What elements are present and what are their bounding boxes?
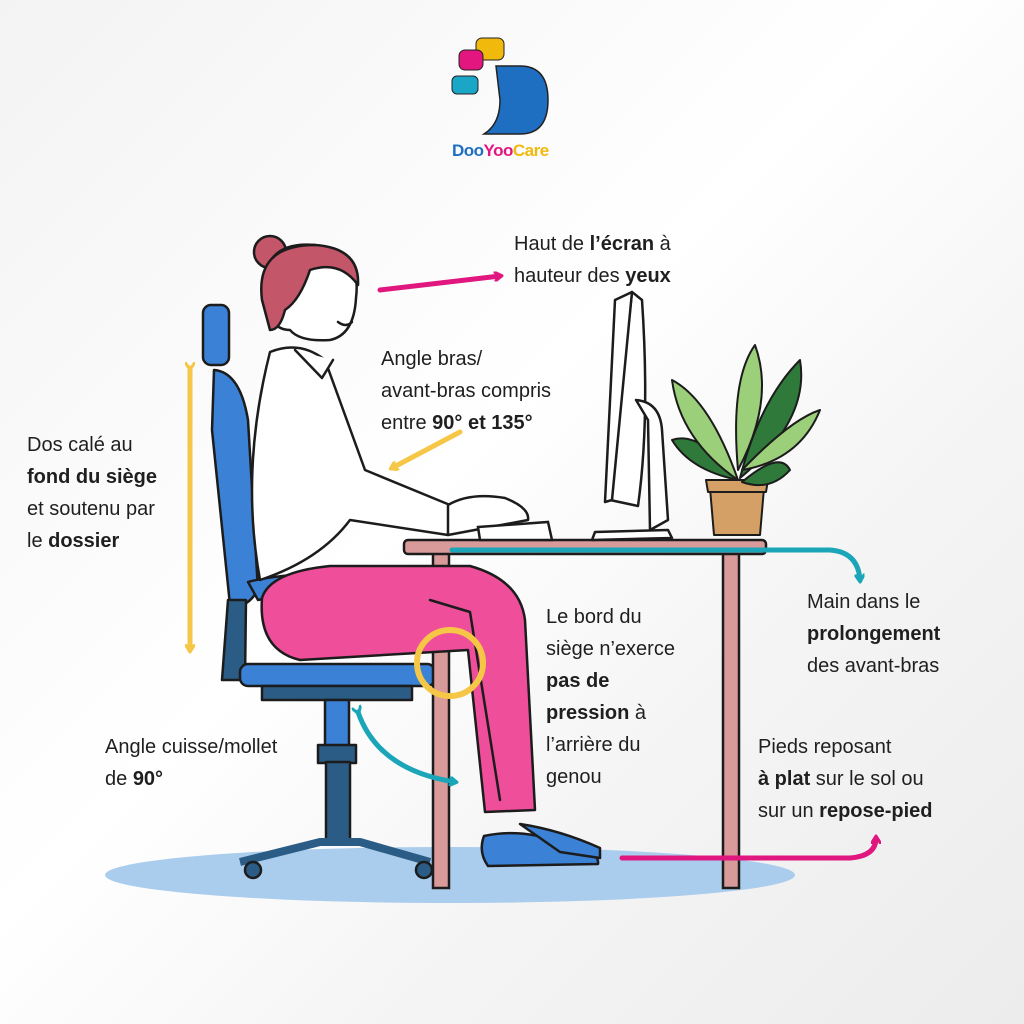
annotation-arm: Angle bras/ avant-bras compris entre 90°… <box>381 343 551 439</box>
logo-bubbles-icon <box>451 37 549 135</box>
screen-text-3: hauteur des <box>514 265 626 287</box>
arm-bold: 90° et 135° <box>432 412 533 434</box>
arrow-feet <box>619 838 876 861</box>
arrow-hand <box>449 547 860 580</box>
knee-bold: 90° <box>132 768 164 790</box>
seat-line-6: genou <box>546 766 602 788</box>
arm-line-2: avant-bras compris <box>381 380 552 402</box>
annotation-seat: Le bord du siège n’exerce pas de pressio… <box>546 601 675 793</box>
arrow-knee-angle <box>358 712 455 782</box>
knee-line-2: de <box>105 768 133 790</box>
annotation-back: Dos calé au fond du siège et soutenu par… <box>27 429 157 557</box>
feet-bold-2: repose-pied <box>819 800 933 822</box>
plant-icon <box>671 344 821 536</box>
seat-line-5: l’arrière du <box>546 734 641 756</box>
back-bold-2: dossier <box>48 530 120 552</box>
annotation-screen: Haut de l’écran à hauteur des yeux <box>514 228 671 292</box>
screen-text-2: à <box>654 233 671 255</box>
brand-wordmark: DooYooCare <box>452 141 549 161</box>
brand-care: Care <box>512 141 549 160</box>
arm-line-1: Angle bras/ <box>381 348 483 370</box>
screen-bold-1: l’écran <box>589 233 655 255</box>
seat-line-1: Le bord du <box>546 606 642 628</box>
arrow-screen <box>377 276 500 293</box>
seat-line-2: siège n’exerce <box>546 638 675 660</box>
screen-bold-2: yeux <box>625 265 671 287</box>
back-line-4: le <box>27 530 49 552</box>
feet-line-3: sur un <box>758 800 820 822</box>
knee-circle <box>414 627 486 699</box>
feet-bold-1: à plat <box>758 768 811 790</box>
seat-bold-2: pression <box>546 702 630 724</box>
annotation-feet: Pieds reposant à plat sur le sol ou sur … <box>758 731 933 827</box>
back-bold-1: fond du siège <box>27 466 157 488</box>
hand-line-1: Main dans le <box>807 591 921 613</box>
monitor-icon <box>590 290 674 542</box>
person-icon <box>250 234 602 868</box>
back-line-3: et soutenu par <box>27 498 155 520</box>
seat-line-4: à <box>629 702 647 724</box>
hand-bold: prolongement <box>807 623 941 645</box>
keyboard-icon <box>476 520 554 542</box>
brand-yoo: Yoo <box>483 141 514 160</box>
arrow-arm <box>392 429 463 468</box>
screen-text-1: Haut de <box>514 233 590 255</box>
brand-doo: Doo <box>452 141 484 160</box>
seat-bold-1: pas de <box>546 670 610 692</box>
feet-line-2: sur le sol ou <box>810 768 924 790</box>
arm-line-3: entre <box>381 412 433 434</box>
feet-line-1: Pieds reposant <box>758 736 892 758</box>
hand-line-3: des avant-bras <box>807 655 940 677</box>
annotation-knee: Angle cuisse/mollet de 90° <box>105 731 277 795</box>
knee-line-1: Angle cuisse/mollet <box>105 736 278 758</box>
back-line-1: Dos calé au <box>27 434 133 456</box>
annotation-hand: Main dans le prolongement des avant-bras <box>807 586 940 682</box>
